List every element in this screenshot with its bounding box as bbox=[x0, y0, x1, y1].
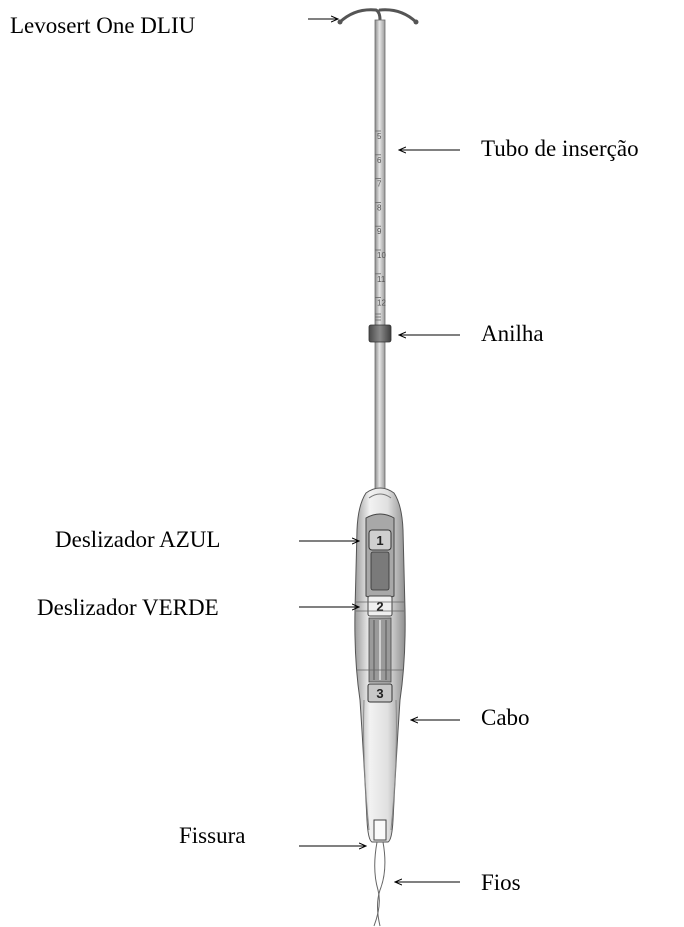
slit bbox=[373, 819, 387, 841]
label-flange: Anilha bbox=[481, 321, 544, 346]
slider-number-2: 2 bbox=[376, 599, 383, 614]
scale-number: 12 bbox=[377, 299, 386, 308]
label-slit: Fissura bbox=[179, 823, 246, 848]
label-green-slider: Deslizador VERDE bbox=[37, 595, 219, 620]
scale-number: 5 bbox=[377, 132, 382, 141]
blue-slider: 1 bbox=[365, 513, 395, 600]
flange bbox=[368, 324, 392, 343]
scale-number: 10 bbox=[377, 251, 386, 260]
scale-number: 8 bbox=[377, 203, 382, 212]
slider-number-3: 3 bbox=[376, 686, 383, 701]
scale-number: 6 bbox=[377, 156, 382, 165]
label-iud: Levosert One DLIU bbox=[10, 13, 196, 38]
tube-scale-end-ticks bbox=[375, 313, 381, 321]
slider-track bbox=[357, 617, 403, 683]
green-slider: 2 bbox=[356, 595, 404, 617]
handle-grooves bbox=[363, 699, 397, 831]
slider-3: 3 bbox=[367, 683, 393, 703]
slider-number-1: 1 bbox=[376, 533, 383, 548]
scale-number: 7 bbox=[377, 180, 382, 189]
threads bbox=[373, 841, 386, 927]
label-blue-slider: Deslizador AZUL bbox=[55, 527, 221, 552]
tube-scale: 5 6 7 8 9 10 11 12 bbox=[375, 130, 386, 308]
label-handle: Cabo bbox=[481, 705, 530, 730]
pointer-arrows bbox=[299, 19, 460, 882]
scale-number: 11 bbox=[377, 275, 386, 284]
label-insertion-tube: Tubo de inserção bbox=[481, 136, 639, 161]
scale-number: 9 bbox=[377, 227, 382, 236]
iud-frame bbox=[337, 8, 419, 25]
label-threads: Fios bbox=[481, 870, 521, 895]
